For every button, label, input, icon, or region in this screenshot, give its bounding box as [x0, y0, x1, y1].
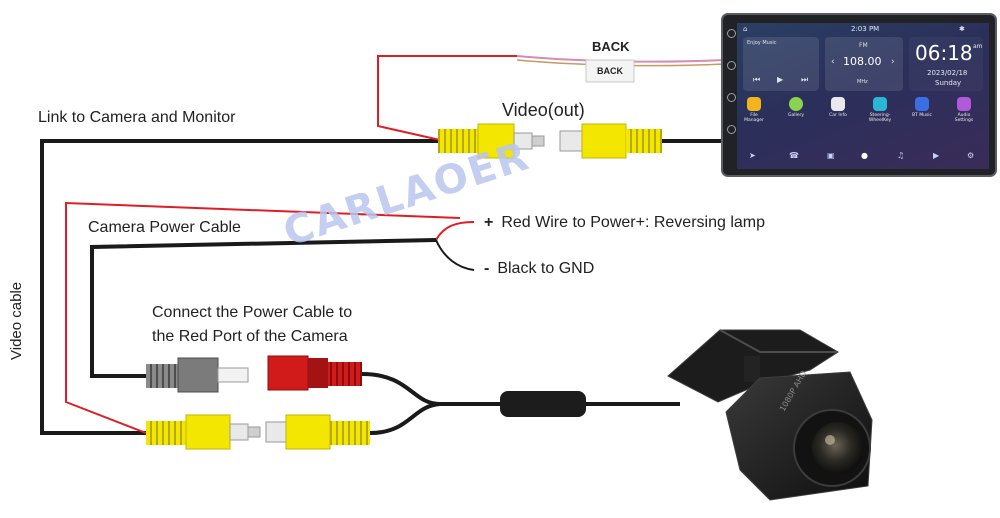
clock-weekday: Sunday [935, 79, 962, 87]
cable-junction-block [500, 391, 586, 417]
connect-instruction-line2: the Red Port of the Camera [152, 328, 348, 345]
back-trigger-red-wire [377, 55, 517, 141]
back-tag [585, 59, 635, 83]
navigation-icon[interactable]: ➤ [749, 151, 756, 160]
car-info-icon [831, 97, 845, 111]
red-wire-label: + Red Wire to Power+: Reversing lamp [484, 214, 765, 232]
video-out-rca-female [559, 123, 662, 159]
power-side-icon [727, 61, 736, 70]
status-time: 2:03 PM [851, 25, 880, 33]
radio-band: FM [859, 42, 868, 49]
home-button-icon[interactable]: ● [861, 151, 868, 160]
connect-instruction-line1: Connect the Power Cable to [152, 304, 353, 321]
app-bt-music[interactable]: BT Music [909, 97, 935, 118]
music-card-label: Enjoy Music [747, 40, 777, 46]
app-steering-wheel-key[interactable]: Steering-WheelKey [867, 97, 893, 123]
red-wire-text: Red Wire to Power+: Reversing lamp [501, 214, 765, 231]
clock-card: 06:18 am 2023/02/18 Sunday [909, 37, 983, 91]
app-label: Car Info [829, 113, 847, 118]
plus-sign: + [484, 214, 494, 231]
music-play-icon[interactable]: ▶ [777, 75, 784, 84]
video-cable-label: Video cable [8, 281, 25, 360]
black-wire-label: -Black to GND [484, 260, 594, 278]
music-icon[interactable]: ♫ [897, 151, 905, 160]
app-label: BT Music [911, 113, 933, 118]
rear-camera: 1080P AHD [667, 329, 873, 501]
radio-frequency: 108.00 [843, 55, 882, 68]
head-unit-screen: ⌂ 2:03 PM ✱ Enjoy Music ⏮ ▶ ⏭ FM ‹ 108.0… [737, 23, 989, 169]
power-rca-male-grey [146, 357, 249, 393]
video-out-rca-male [438, 123, 545, 159]
app-audio-settings[interactable]: Audio Settings [951, 97, 977, 123]
camera-power-cable-line [90, 238, 437, 378]
phone-icon[interactable]: ☎ [789, 151, 799, 160]
clock-date: 2023/02/18 [927, 69, 968, 77]
app-label: Steering-WheelKey [868, 113, 892, 123]
clock-ampm: am [973, 43, 983, 50]
head-unit-monitor: ⌂ 2:03 PM ✱ Enjoy Music ⏮ ▶ ⏭ FM ‹ 108.0… [723, 15, 995, 175]
back-tag-label: BACK [597, 66, 623, 76]
app-label: Audio Settings [954, 113, 974, 123]
audio-settings-icon [957, 97, 971, 111]
bluetooth-icon: ✱ [959, 25, 965, 33]
app-label: File Manager [744, 113, 764, 123]
home-side-icon [727, 29, 736, 38]
back-label: BACK [592, 39, 630, 54]
camera-power-cable-label: Camera Power Cable [88, 219, 241, 236]
power-fork-black [435, 239, 475, 271]
red-power-wire-loop [65, 201, 461, 434]
radio-unit: MHz [857, 79, 868, 85]
video-out-label: Video(out) [502, 100, 585, 120]
home-icon: ⌂ [743, 25, 748, 33]
power-fork-red [435, 221, 475, 241]
radio-next-icon[interactable]: › [891, 57, 895, 67]
volume-side-icon [727, 93, 736, 102]
settings-icon[interactable]: ⚙ [967, 151, 975, 160]
gallery-icon [789, 97, 803, 111]
camera-merge-cable-lower [369, 402, 441, 435]
camera-merge-cable-upper [361, 372, 441, 406]
camera-video-rca-male [146, 414, 261, 450]
steering-wheel-icon [873, 97, 887, 111]
minus-sign: - [484, 260, 490, 277]
app-car-info[interactable]: Car Info [825, 97, 851, 118]
file-manager-icon [747, 97, 761, 111]
app-gallery[interactable]: Gallery [783, 97, 809, 118]
clock-time: 06:18 [915, 41, 973, 65]
camera-video-rca-female [265, 414, 370, 450]
radio-prev-icon[interactable]: ‹ [831, 57, 835, 67]
video-icon[interactable]: ▶ [933, 151, 940, 160]
black-wire-text: Black to GND [497, 260, 595, 277]
bt-music-icon [915, 97, 929, 111]
radio-card[interactable]: FM ‹ 108.00 › MHz [825, 37, 903, 91]
back-side-icon [727, 125, 736, 134]
video-cable-line [40, 139, 440, 435]
music-prev-icon[interactable]: ⏮ [753, 75, 761, 84]
power-rca-female-red [267, 355, 362, 391]
music-card[interactable]: Enjoy Music ⏮ ▶ ⏭ [743, 37, 819, 91]
app-label: Gallery [787, 113, 805, 118]
camera-icon[interactable]: ▣ [827, 151, 835, 160]
app-file-manager[interactable]: File Manager [741, 97, 767, 123]
link-label: Link to Camera and Monitor [38, 109, 236, 126]
music-next-icon[interactable]: ⏭ [801, 75, 809, 84]
